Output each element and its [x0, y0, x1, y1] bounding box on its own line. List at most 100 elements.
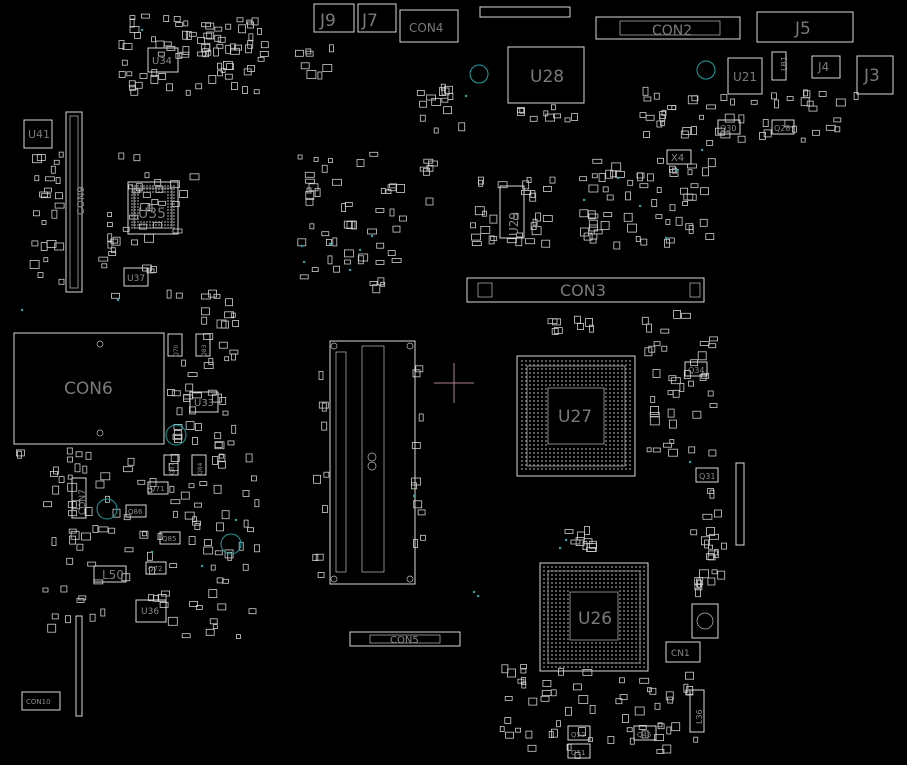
- smd-component: [221, 510, 230, 520]
- smd-component: [41, 220, 47, 225]
- smd-component: [176, 407, 183, 416]
- smd-component: [656, 187, 662, 194]
- label-lb1: LB1: [780, 56, 789, 71]
- smd-component: [65, 615, 71, 624]
- smd-component: [185, 31, 192, 40]
- smd-component: [571, 113, 578, 121]
- smd-component: [704, 539, 709, 549]
- smd-component: [694, 583, 703, 591]
- smd-component: [214, 441, 225, 450]
- smd-component: [641, 316, 649, 325]
- smd-component: [205, 628, 215, 636]
- smd-component: [600, 220, 610, 230]
- smd-component: [248, 608, 257, 615]
- smd-component: [387, 184, 397, 192]
- smd-component: [217, 603, 227, 611]
- smd-component: [605, 169, 614, 179]
- smd-component: [550, 689, 557, 697]
- smd-component: [668, 375, 677, 382]
- smd-component: [662, 744, 672, 754]
- smd-component: [564, 117, 571, 123]
- smd-component: [68, 510, 77, 517]
- smd-component: [227, 440, 235, 446]
- smd-component: [297, 238, 307, 247]
- connector-j7: J7: [357, 3, 397, 33]
- smd-component: [206, 31, 215, 40]
- smd-component: [372, 284, 381, 294]
- smd-component: [701, 536, 710, 546]
- smd-component: [598, 173, 606, 183]
- smd-component: [639, 183, 649, 189]
- chip-u21: U21: [727, 57, 763, 95]
- smd-component: [195, 83, 203, 90]
- smd-component: [638, 725, 647, 730]
- smd-component: [380, 281, 386, 287]
- smd-component: [189, 601, 199, 607]
- smd-component: [123, 466, 133, 473]
- bga-ball-grid: [131, 185, 175, 229]
- smd-component: [318, 401, 329, 409]
- smd-component: [76, 543, 84, 551]
- transistor-q28: Q28: [771, 119, 795, 135]
- smd-component: [203, 362, 214, 369]
- smd-component: [158, 200, 166, 206]
- smd-component: [29, 259, 40, 269]
- smd-component: [586, 543, 597, 552]
- smd-component: [759, 131, 766, 140]
- smd-component: [187, 372, 198, 378]
- smd-component: [377, 277, 385, 286]
- label-q52: Q52: [571, 731, 585, 739]
- smd-component: [525, 730, 533, 739]
- smd-component: [153, 594, 160, 602]
- smd-component: [656, 120, 663, 128]
- smd-component: [654, 702, 661, 710]
- smd-component: [151, 36, 157, 43]
- smd-component: [297, 154, 303, 160]
- smd-component: [220, 68, 226, 73]
- smd-component: [243, 519, 249, 528]
- smd-component: [423, 167, 430, 176]
- smd-component: [652, 369, 661, 378]
- label-q45: Q45: [637, 731, 651, 739]
- smd-component: [520, 664, 527, 669]
- smd-component: [299, 274, 309, 280]
- smd-component: [418, 413, 424, 422]
- smd-component: [413, 500, 423, 509]
- smd-component: [411, 477, 422, 486]
- smd-component: [122, 226, 130, 232]
- transistor-q45: Q45: [633, 725, 657, 741]
- label-j5: J5: [794, 19, 811, 39]
- smd-component: [525, 238, 535, 245]
- smd-component: [709, 533, 719, 540]
- smd-component: [311, 267, 319, 273]
- smd-component: [672, 389, 680, 398]
- smd-component: [175, 292, 183, 299]
- smd-component: [589, 238, 597, 244]
- smd-component: [129, 214, 139, 220]
- smd-component: [218, 341, 228, 349]
- smd-component: [542, 680, 552, 687]
- mounting-hole: [96, 498, 118, 520]
- smd-component: [835, 98, 846, 107]
- smd-component: [163, 15, 170, 23]
- smd-component: [44, 187, 52, 193]
- smd-component: [774, 99, 779, 109]
- transistor-q84: Q84: [191, 454, 207, 476]
- smd-component: [55, 192, 63, 200]
- connector-j4: J4: [811, 55, 841, 79]
- smd-component: [217, 36, 226, 43]
- label-j7: J7: [361, 11, 378, 31]
- smd-component: [636, 172, 645, 179]
- smd-component: [646, 323, 652, 333]
- smd-component: [140, 203, 151, 211]
- label-u35: U35: [138, 206, 166, 222]
- smd-component: [130, 88, 139, 96]
- smd-component: [183, 394, 194, 400]
- smd-component: [101, 263, 108, 269]
- smd-component: [72, 500, 81, 510]
- transistor-q72: Q72: [145, 561, 167, 575]
- smd-component: [118, 152, 125, 160]
- smd-component: [224, 356, 230, 362]
- smd-component: [40, 193, 51, 199]
